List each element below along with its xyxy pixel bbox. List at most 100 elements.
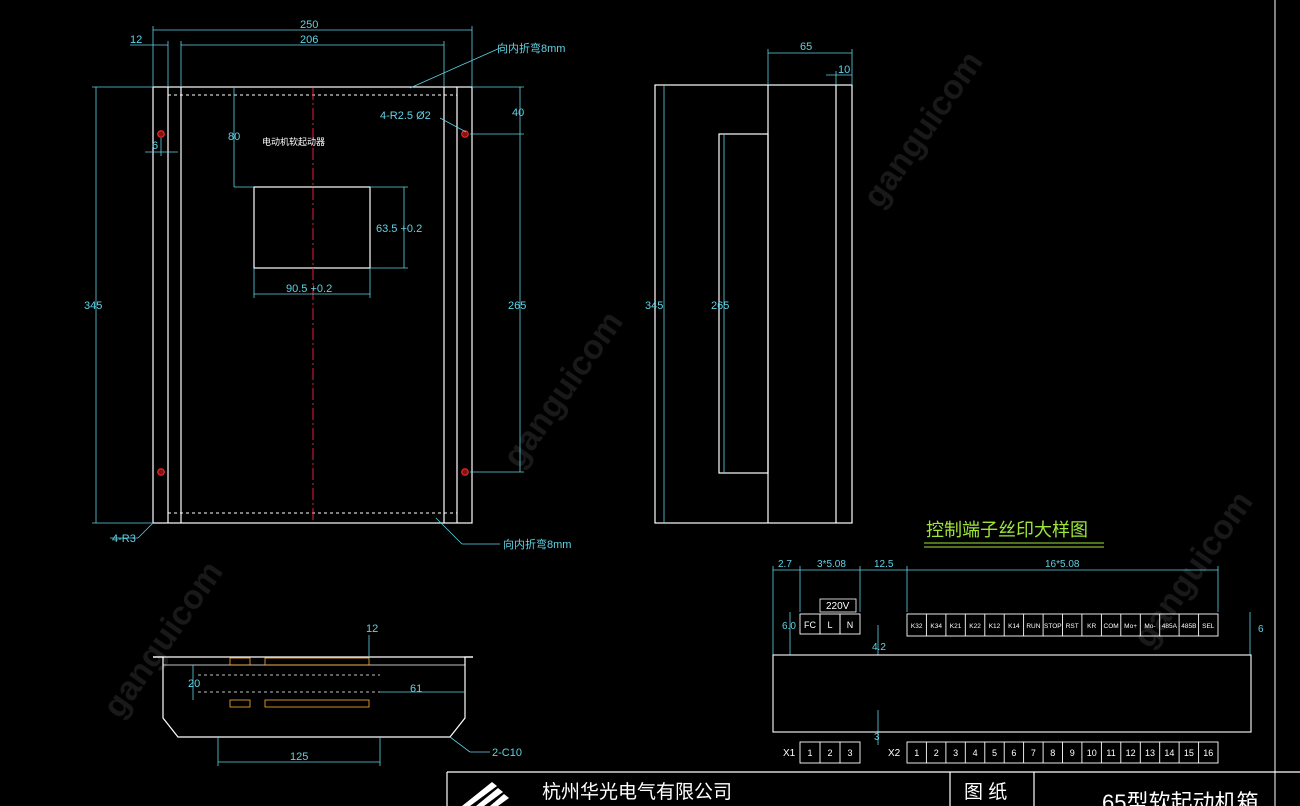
x1-num: 1 bbox=[807, 748, 812, 758]
x1-label: X1 bbox=[783, 748, 796, 759]
voltage-box bbox=[819, 598, 857, 613]
watermark-text: ganguicom bbox=[855, 44, 990, 214]
dim-inner-width: 206 bbox=[300, 34, 318, 46]
dim-t2: 3*5.08 bbox=[817, 559, 846, 570]
dim-window-width: 90.5 +0.2 bbox=[286, 283, 332, 295]
dim-side-height: 345 bbox=[645, 300, 663, 312]
power-row bbox=[799, 613, 861, 635]
dim-t3: 12.5 bbox=[874, 559, 894, 570]
x2-num: 6 bbox=[1011, 748, 1016, 758]
x2-num: 9 bbox=[1070, 748, 1075, 758]
power-label-l: L bbox=[827, 620, 832, 630]
x2-num: 8 bbox=[1050, 748, 1055, 758]
dim-hole-spacing: 265 bbox=[508, 300, 526, 312]
dim-side-inner: 265 bbox=[711, 300, 729, 312]
fold-note-bottom: 向内折弯8mm bbox=[503, 537, 571, 551]
ctrl-label: K14 bbox=[1008, 623, 1020, 630]
product-name: 65型软起动机箱 bbox=[1102, 790, 1258, 806]
dim-t6: 4.2 bbox=[872, 642, 886, 653]
x2-num: 1 bbox=[914, 748, 919, 758]
mounting-holes bbox=[157, 130, 469, 476]
dim-lip: 10 bbox=[838, 64, 850, 76]
front-outline bbox=[152, 86, 473, 524]
ctrl-label: SEL bbox=[1202, 623, 1215, 630]
dim-top-offset: 40 bbox=[512, 107, 524, 119]
x2-num: 2 bbox=[934, 748, 939, 758]
control-labels: K32 K34 K21 K22 K12 K14 RUN STOP RST KR … bbox=[911, 623, 1215, 630]
ctrl-label: COM bbox=[1104, 623, 1119, 630]
dim-t4: 16*5.08 bbox=[1045, 559, 1080, 570]
dim-t5: 6.0 bbox=[782, 621, 796, 632]
ctrl-label: KR bbox=[1087, 623, 1096, 630]
power-label-n: N bbox=[847, 620, 854, 630]
x2-num: 10 bbox=[1087, 748, 1097, 758]
ctrl-label: Mo+ bbox=[1124, 623, 1137, 630]
dim-small-offset: 6 bbox=[152, 140, 158, 152]
x2-num: 5 bbox=[992, 748, 997, 758]
dim-t7: 3 bbox=[874, 732, 880, 743]
power-labels: FC L N bbox=[804, 620, 853, 630]
dim-flange: 12 bbox=[130, 34, 142, 46]
ctrl-label: K34 bbox=[930, 623, 942, 630]
dim-depth: 65 bbox=[800, 41, 812, 53]
x2-numbers: 1 2 3 4 5 6 7 8 9 10 11 12 13 14 15 16 bbox=[914, 748, 1213, 758]
dim-t8: 6 bbox=[1258, 624, 1264, 635]
x2-num: 4 bbox=[973, 748, 978, 758]
terminal-blocks bbox=[229, 657, 370, 708]
dim-window-height: 63.5 +0.2 bbox=[376, 223, 422, 235]
x2-num: 14 bbox=[1164, 748, 1174, 758]
power-label-fc: FC bbox=[804, 620, 816, 630]
x1-cells bbox=[799, 741, 861, 764]
front-dim-lines bbox=[92, 26, 524, 545]
x1-numbers: 1 2 3 bbox=[807, 748, 852, 758]
display-window bbox=[253, 186, 371, 269]
drawing-label: 图 纸 bbox=[964, 781, 1007, 803]
dim-t1: 2.7 bbox=[778, 559, 792, 570]
panel-label-text: 电动机软起动器 bbox=[262, 136, 325, 147]
x2-num: 12 bbox=[1126, 748, 1136, 758]
x2-label: X2 bbox=[888, 748, 901, 759]
bottom-dim-lines bbox=[192, 635, 490, 766]
ctrl-label: 485A bbox=[1162, 623, 1178, 630]
x2-num: 16 bbox=[1203, 748, 1213, 758]
x1-num: 3 bbox=[847, 748, 852, 758]
ctrl-label: K32 bbox=[911, 623, 923, 630]
dim-height: 345 bbox=[84, 300, 102, 312]
dim-bottom-right: 61 bbox=[410, 683, 422, 695]
x2-num: 15 bbox=[1184, 748, 1194, 758]
ctrl-label: RST bbox=[1066, 623, 1079, 630]
terminal-dim-lines bbox=[772, 566, 1251, 745]
x2-num: 13 bbox=[1145, 748, 1155, 758]
side-view bbox=[654, 84, 853, 524]
ctrl-label: Mo- bbox=[1144, 623, 1155, 630]
fold-note-top: 向内折弯8mm bbox=[497, 41, 565, 55]
x2-cells bbox=[906, 741, 1219, 764]
ctrl-label: 485B bbox=[1181, 623, 1196, 630]
x2-num: 3 bbox=[953, 748, 958, 758]
x2-num: 7 bbox=[1031, 748, 1036, 758]
x2-num: 11 bbox=[1106, 748, 1115, 758]
ctrl-label: RUN bbox=[1026, 623, 1040, 630]
watermark-text: ganguicom bbox=[495, 304, 630, 474]
terminal-title: 控制端子丝印大样图 bbox=[926, 520, 1088, 540]
corner-radius-note: 4-R3 bbox=[112, 533, 136, 545]
company-name: 杭州华光电气有限公司 bbox=[542, 781, 732, 803]
terminal-body bbox=[772, 654, 1252, 733]
dim-bottom-top: 12 bbox=[366, 623, 378, 635]
control-row bbox=[906, 613, 1219, 637]
holes-note: 4-R2.5 Ø2 bbox=[380, 110, 431, 122]
dim-bottom-left: 20 bbox=[188, 678, 200, 690]
front-view bbox=[152, 86, 473, 524]
ctrl-label: K21 bbox=[950, 623, 962, 630]
company-logo-icon bbox=[462, 782, 509, 806]
chamfer-note: 2-C10 bbox=[492, 747, 522, 759]
side-dim-lines bbox=[663, 49, 853, 523]
dim-overall-width: 250 bbox=[300, 19, 318, 31]
dim-bottom-width: 125 bbox=[290, 751, 308, 763]
dim-label-offset: 80 bbox=[228, 131, 240, 143]
bottom-view bbox=[153, 656, 473, 738]
ctrl-label: STOP bbox=[1044, 623, 1062, 630]
title-block bbox=[446, 771, 1300, 806]
x1-num: 2 bbox=[827, 748, 832, 758]
